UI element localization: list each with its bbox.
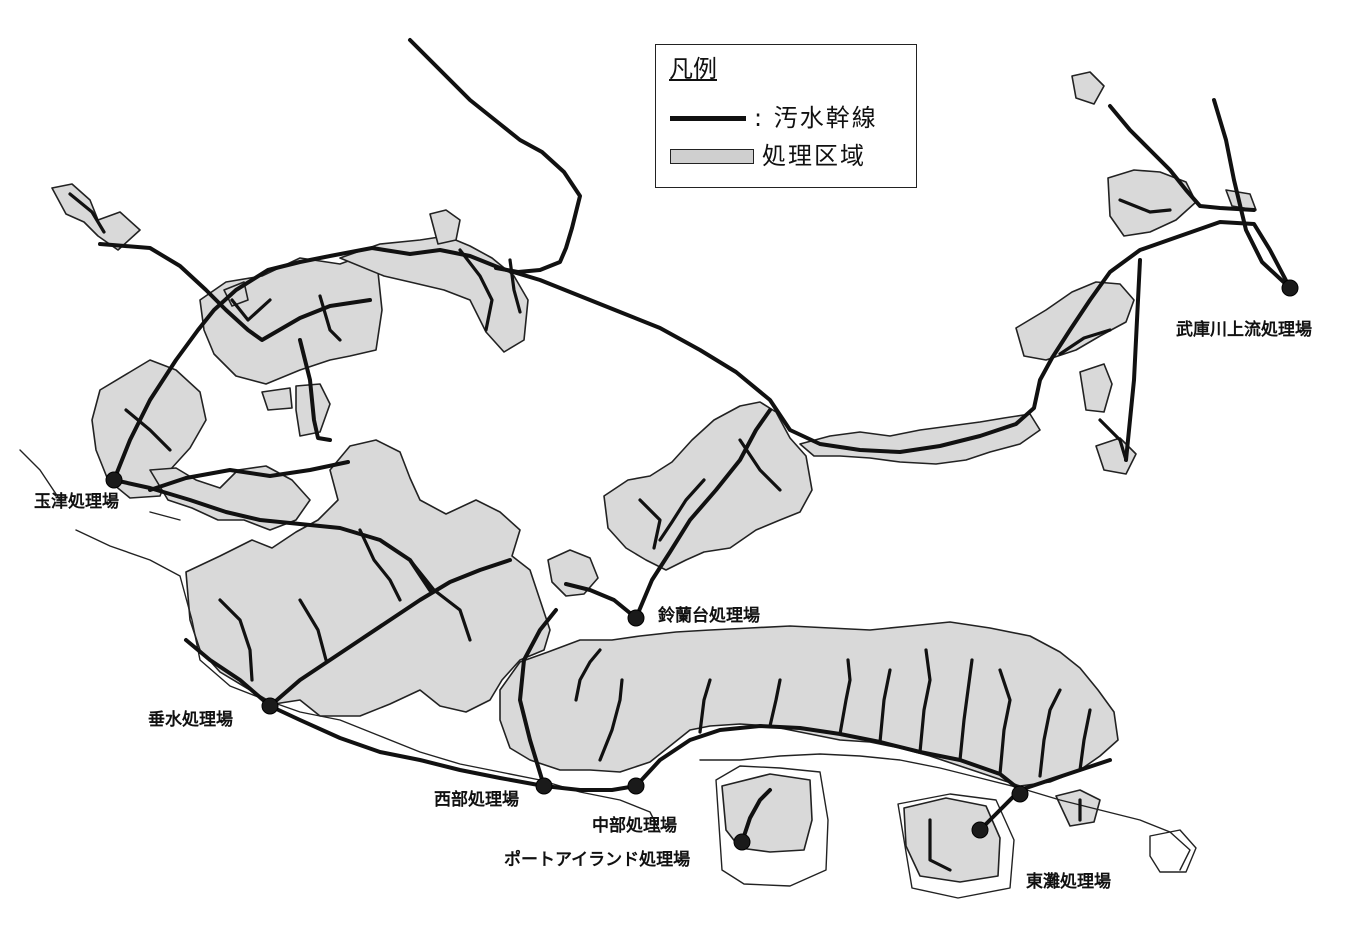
branch-lines (68, 192, 1172, 872)
plant-label-higashinada: 東灘処理場 (1026, 872, 1111, 892)
east-breakwater (1149, 829, 1197, 873)
branch-25 (1058, 328, 1112, 356)
branch-16 (698, 678, 712, 734)
service-area-central-coast (499, 621, 1119, 787)
service-area-swatch (670, 148, 754, 164)
service-area-suzurandai (603, 401, 813, 571)
plant-marker-tamatsu[interactable] (105, 471, 123, 489)
service-area-mukogawa-small-1 (1071, 71, 1105, 105)
plant-label-tamatsu: 玉津処理場 (34, 492, 119, 512)
trunk-suzurandai (634, 408, 772, 620)
plant-marker-higashinada-1[interactable] (1011, 785, 1029, 803)
trunk-mukogawa-south (1124, 258, 1142, 462)
legend-title: 凡例 (669, 55, 717, 83)
plant-marker-port-island[interactable] (733, 833, 751, 851)
branch-20 (918, 648, 932, 754)
plant-marker-tarumi[interactable] (261, 697, 279, 715)
branch-11 (658, 478, 706, 542)
plant-marker-suzurandai[interactable] (627, 609, 645, 627)
legend-row-area: 処理区域 (670, 141, 866, 171)
legend-row-trunk: : 汚水幹線 (670, 103, 878, 133)
plant-marker-mukogawa[interactable] (1281, 279, 1299, 297)
branch-4 (318, 294, 342, 342)
legend-trunk-label: : 汚水幹線 (754, 104, 878, 132)
legend-area-label: 処理区域 (762, 142, 866, 170)
branch-10 (298, 598, 328, 662)
trunk-west-to-seibu (518, 608, 558, 788)
branch-26 (1118, 198, 1172, 214)
branch-27 (1098, 418, 1128, 462)
branch-3 (230, 298, 272, 322)
service-area-tarumi-suma (185, 439, 551, 717)
service-area-nishi-ward-north (199, 255, 383, 385)
branch-6 (508, 258, 522, 314)
branch-17 (768, 678, 782, 728)
trunk-north-long (408, 38, 582, 274)
plant-label-tarumi: 垂水処理場 (148, 710, 233, 730)
service-area-mukogawa-small-3 (1079, 363, 1113, 413)
branch-14 (574, 648, 602, 702)
plant-marker-chubu[interactable] (627, 777, 645, 795)
plant-label-seibu: 西部処理場 (434, 790, 519, 810)
branch-15 (598, 678, 624, 762)
plant-marker-seibu[interactable] (535, 777, 553, 795)
service-area-mukogawa-north (1107, 169, 1197, 237)
trunk-mukogawa-east (1212, 98, 1292, 290)
service-area-kita-ward-east (799, 413, 1041, 465)
branch-23 (1038, 688, 1062, 778)
trunk-line-swatch (670, 115, 746, 121)
rokko-island-outline (897, 793, 1015, 899)
branch-18 (838, 658, 852, 736)
branch-2 (124, 408, 172, 452)
service-areas (51, 71, 1257, 883)
branch-9 (218, 598, 254, 682)
plant-label-port-island: ポートアイランド処理場 (504, 850, 691, 870)
branch-28 (928, 818, 952, 872)
coastline-east (699, 753, 1191, 871)
branch-24 (1078, 708, 1092, 772)
branch-8 (408, 558, 472, 642)
branch-21 (958, 658, 974, 762)
branch-7 (358, 528, 402, 602)
service-area-higashinada-islands (1055, 789, 1101, 827)
trunk-mukogawa-north (1108, 104, 1256, 212)
service-area-oshibedani (429, 209, 461, 245)
service-area-ikawadani (339, 235, 529, 353)
branch-1 (68, 192, 106, 234)
port-island-outline (715, 765, 829, 887)
map-legend: 凡例 : 汚水幹線 処理区域 (655, 44, 917, 188)
trunk-coastal-west (184, 638, 638, 792)
branch-19 (878, 668, 892, 744)
trunk-tamatsu-to-west (112, 478, 432, 592)
trunk-suzurandai-west (564, 582, 638, 620)
branch-5 (458, 248, 494, 332)
trunk-tamatsu-east (148, 460, 350, 492)
service-area-rokko-island (903, 797, 1001, 883)
boundary-west-edge (19, 449, 61, 501)
service-area-central-north (149, 465, 311, 531)
service-area-mukogawa-small-4 (1095, 437, 1137, 475)
branch-13 (638, 498, 662, 550)
plant-label-mukogawa: 武庫川上流処理場 (1176, 320, 1312, 340)
plant-label-suzurandai: 鈴蘭台処理場 (658, 606, 760, 626)
trunk-central-spine (298, 338, 332, 442)
branch-12 (738, 438, 782, 492)
service-area-west-small-3 (261, 387, 293, 411)
branch-22 (998, 668, 1012, 776)
service-area-suzurandai-west (547, 549, 599, 597)
trunk-tamatsu-main (112, 220, 1292, 482)
trunk-port-island (740, 788, 772, 844)
plant-label-chubu: 中部処理場 (592, 816, 677, 836)
boundary-northwest (149, 511, 181, 521)
plant-marker-higashinada-2[interactable] (971, 821, 989, 839)
trunk-tarumi-north (268, 558, 512, 708)
plant-markers (105, 279, 1299, 851)
trunk-west-ridge (98, 242, 372, 342)
